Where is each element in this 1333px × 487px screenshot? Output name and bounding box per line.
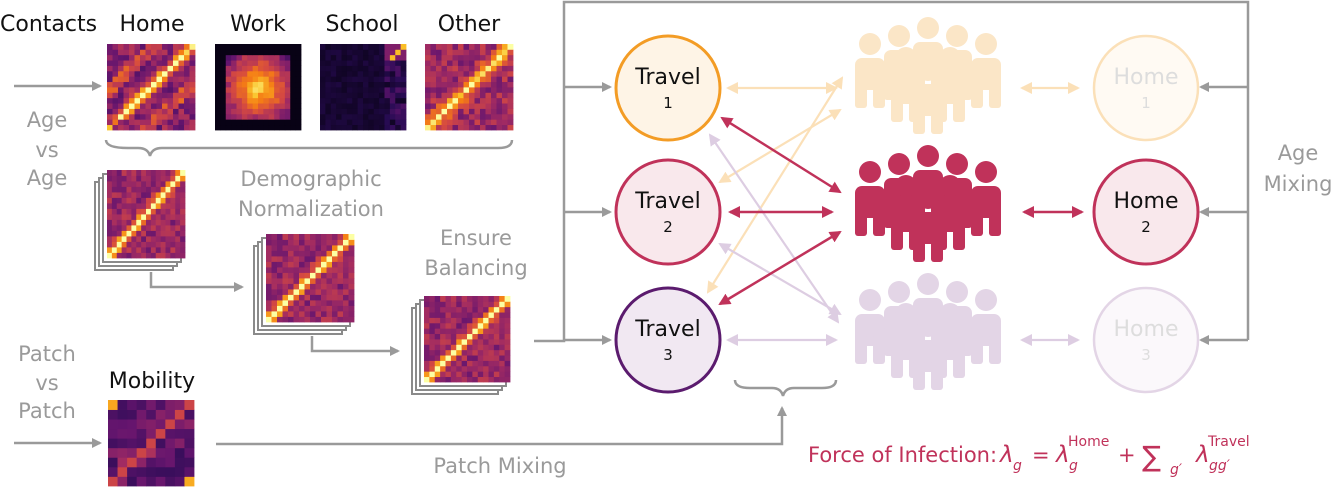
- contact-matrix-other: [425, 44, 514, 131]
- population-2-icon: [855, 145, 1001, 262]
- active-connections: [718, 116, 1084, 306]
- demographic-normalization-line1: Demographic: [240, 167, 381, 191]
- age-mixing-line2: Mixing: [1264, 172, 1333, 196]
- svg-text:Home: Home: [1068, 434, 1109, 450]
- balancing-arrow: [310, 336, 400, 356]
- population-3-icon: [855, 273, 1001, 390]
- patch-vs-patch-line1: Patch: [18, 342, 76, 366]
- travel-node-3: Travel 3: [614, 286, 722, 394]
- svg-text:Home: Home: [1114, 65, 1179, 90]
- patch-mixing-path: [216, 406, 787, 446]
- svg-text:λ: λ: [998, 442, 1014, 468]
- svg-text:1: 1: [1141, 94, 1151, 112]
- age-mixing-frame: [534, 0, 1250, 343]
- svg-text:+: +: [1118, 443, 1136, 467]
- svg-text:g: g: [1013, 458, 1022, 474]
- travel-node-2: Travel 2: [614, 158, 722, 266]
- home-node-3: Home 3: [1092, 286, 1200, 394]
- svg-text:3: 3: [1141, 346, 1151, 364]
- age-mixing-line1: Age: [1278, 141, 1319, 165]
- svg-text:Home: Home: [1114, 189, 1179, 214]
- age-vs-age-line1: Age: [27, 108, 68, 132]
- ensure-balancing-line2: Balancing: [424, 256, 527, 280]
- patch-brace: [733, 379, 838, 397]
- mobility-matrix: [108, 400, 195, 487]
- contact-matrix-home: [107, 44, 196, 131]
- stacked-matrix-2: [253, 234, 355, 335]
- svg-text:λ: λ: [1054, 442, 1070, 468]
- contact-matrix-school: [320, 44, 407, 131]
- home-node-1: Home 1: [1092, 34, 1200, 142]
- svg-text:Home: Home: [1114, 317, 1179, 342]
- mobility-title: Mobility: [109, 369, 195, 394]
- matrix-label-home: Home: [120, 12, 185, 37]
- matrix-label-work: Work: [230, 12, 286, 37]
- svg-text:gg′: gg′: [1209, 458, 1231, 474]
- stacked-matrix-1: [94, 170, 186, 271]
- svg-text:2: 2: [663, 218, 673, 236]
- svg-text:1: 1: [663, 94, 673, 112]
- svg-text:Travel: Travel: [634, 65, 700, 90]
- stacked-matrix-3: [411, 296, 511, 395]
- foi-label: Force of Infection:: [808, 443, 997, 467]
- patch-vs-patch-line2: vs: [35, 371, 58, 395]
- matrices-brace: [104, 139, 514, 157]
- svg-text:g: g: [1069, 458, 1078, 474]
- svg-text:2: 2: [1141, 218, 1151, 236]
- force-of-infection-formula: Force of Infection: λ g = λ g Home + ∑ g…: [808, 434, 1250, 478]
- home-node-2: Home 2: [1092, 158, 1200, 266]
- patch-vs-patch-line3: Patch: [18, 399, 76, 423]
- svg-text:=: =: [1032, 443, 1050, 467]
- matrix-label-school: School: [325, 12, 398, 37]
- age-vs-age-line3: Age: [27, 166, 68, 190]
- contact-matrix-work: [215, 44, 302, 131]
- ensure-balancing-line1: Ensure: [440, 226, 512, 250]
- age-vs-age-line2: vs: [35, 138, 58, 162]
- travel-node-1: Travel 1: [614, 34, 722, 142]
- svg-text:∑: ∑: [1142, 440, 1161, 473]
- contacts-title: Contacts: [0, 12, 97, 37]
- matrix-label-other: Other: [438, 12, 501, 37]
- svg-text:g′: g′: [1170, 462, 1183, 478]
- demographic-normalization-line2: Normalization: [238, 197, 384, 221]
- svg-text:3: 3: [663, 346, 673, 364]
- population-1-icon: [855, 17, 1001, 134]
- svg-text:λ: λ: [1194, 442, 1210, 468]
- patch-mixing-label: Patch Mixing: [433, 454, 566, 478]
- normalization-arrow: [149, 272, 244, 292]
- svg-text:Travel: Travel: [1207, 434, 1250, 450]
- svg-text:Travel: Travel: [634, 317, 700, 342]
- svg-text:Travel: Travel: [634, 189, 700, 214]
